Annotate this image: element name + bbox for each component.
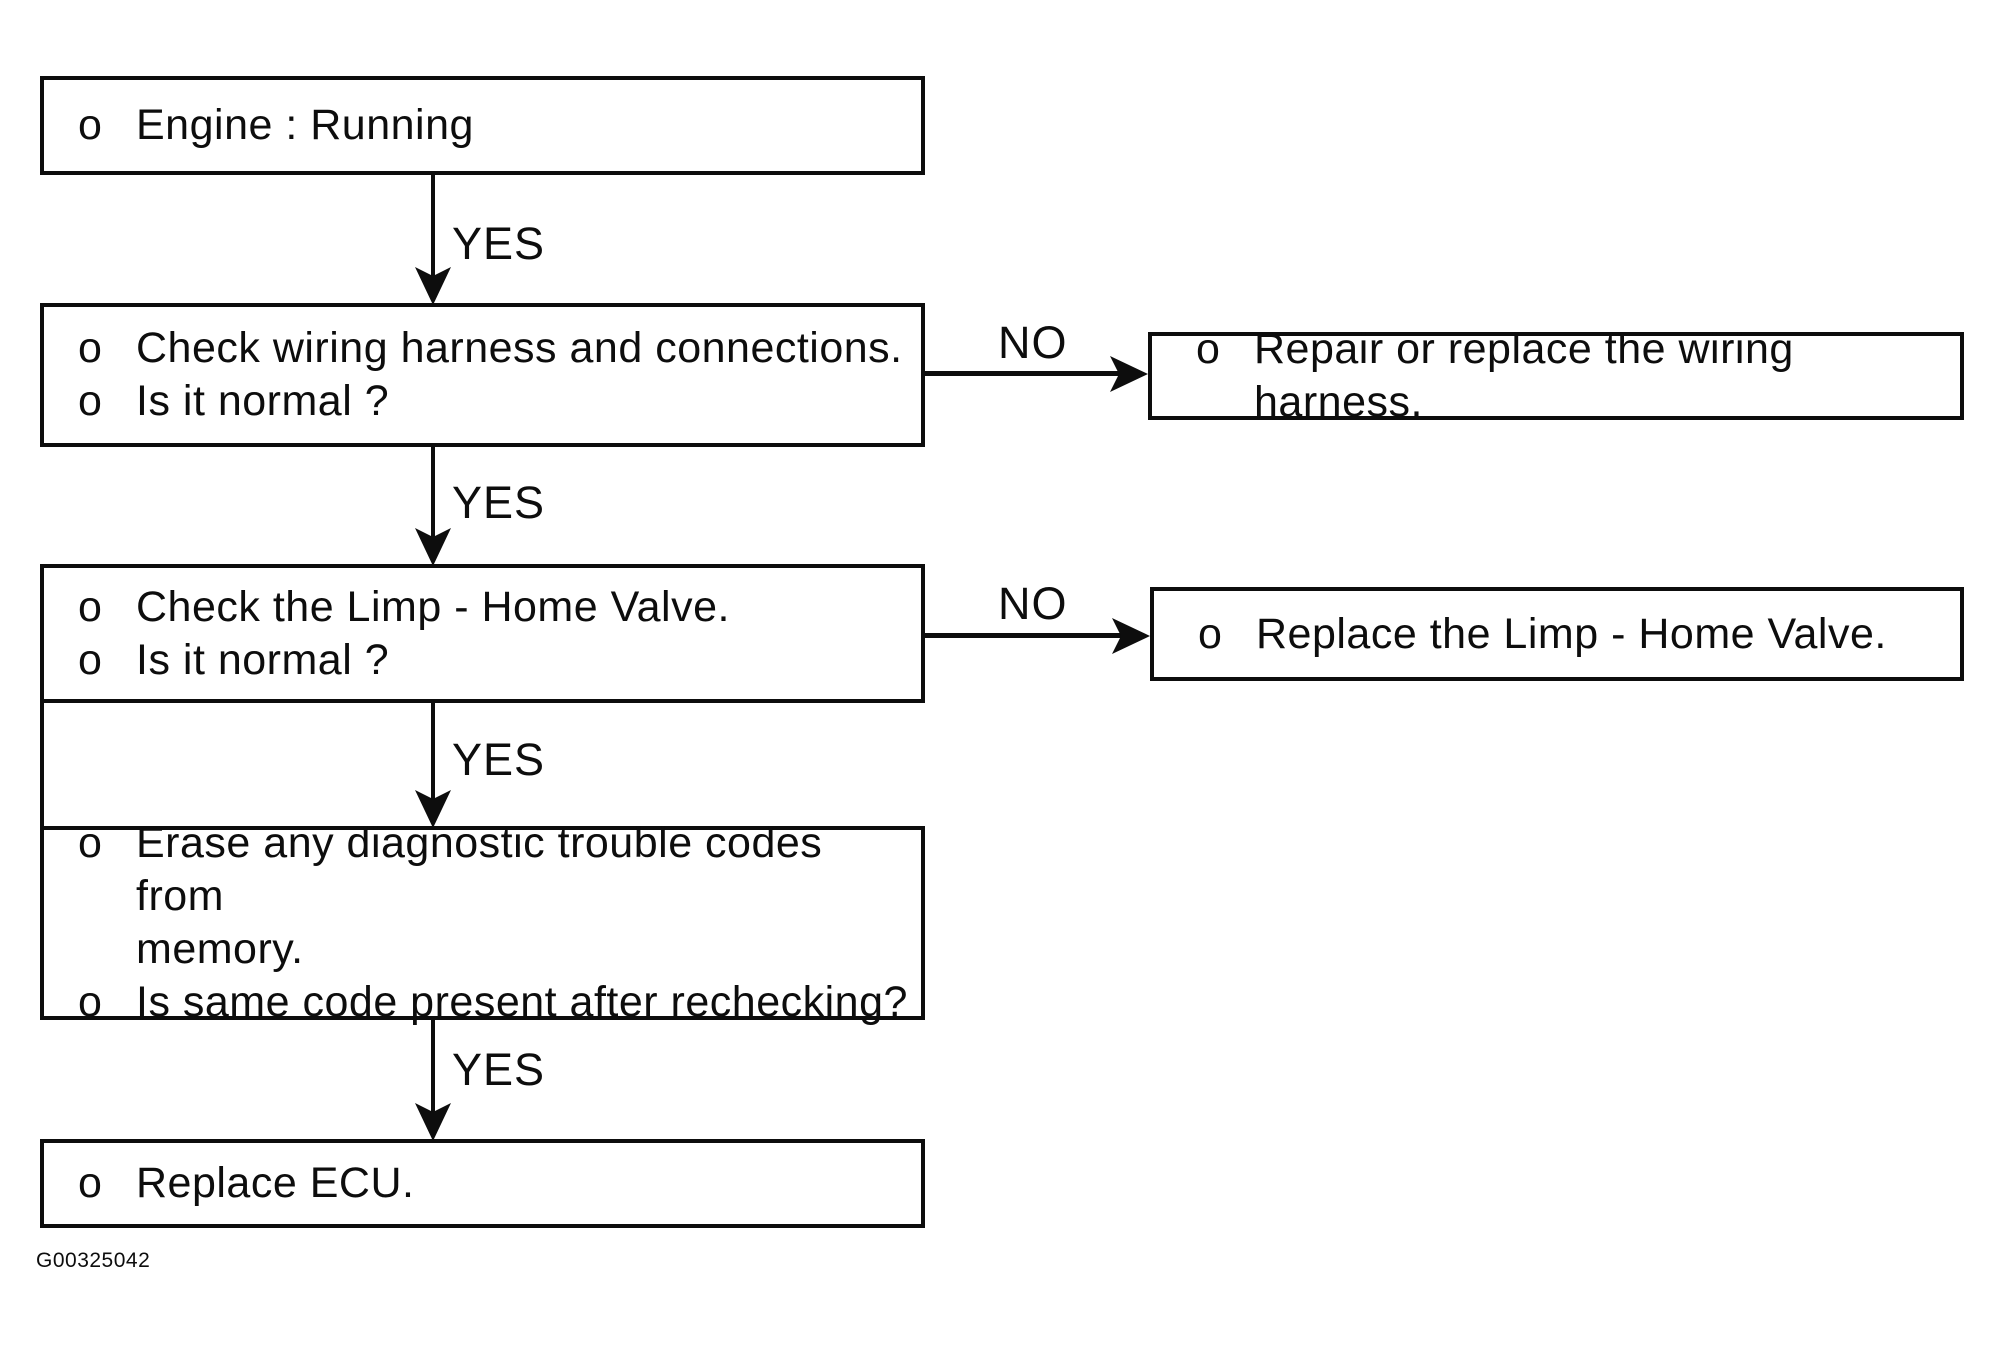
- node-line: o Replace ECU.: [78, 1157, 921, 1210]
- arrow-line-valve-no: [925, 633, 1122, 638]
- node-line: o Replace the Limp - Home Valve.: [1198, 608, 1960, 661]
- node-text: Erase any diagnostic trouble codes from: [136, 819, 823, 920]
- node-repair-wiring-harness: o Repair or replace the wiring harness.: [1148, 325, 1964, 426]
- node-check-wiring-harness: o Check wiring harness and connections. …: [40, 303, 925, 447]
- arrow-line-wiring-to-valve: [431, 447, 435, 537]
- bullet-marker: o: [78, 377, 103, 425]
- node-text: Check the Limp - Home Valve.: [136, 582, 730, 631]
- node-line: o Is it normal ?: [78, 634, 921, 687]
- arrowhead-down-icon: [415, 788, 451, 828]
- label-yes-2: YES: [452, 477, 546, 528]
- node-line: o Erase any diagnostic trouble codes fro…: [78, 817, 921, 923]
- node-replace-limp-home-valve: o Replace the Limp - Home Valve.: [1150, 587, 1964, 681]
- node-text: Check wiring harness and connections.: [136, 324, 903, 372]
- node-text: Replace the Limp - Home Valve.: [1256, 609, 1887, 658]
- bullet-marker: o: [78, 978, 103, 1026]
- label-no-1: NO: [998, 317, 1068, 368]
- arrow-line-erase-to-ecu: [431, 1020, 435, 1113]
- bullet-marker: o: [1198, 609, 1223, 658]
- figure-id: G00325042: [36, 1249, 151, 1272]
- node-text: Repair or replace the wiring harness.: [1254, 325, 1794, 426]
- arrowhead-right-icon: [1110, 618, 1150, 654]
- node-line: o Is it normal ?: [78, 375, 921, 428]
- label-no-2: NO: [998, 578, 1068, 629]
- node-line: o Engine : Running: [78, 99, 921, 152]
- label-yes-1: YES: [452, 218, 546, 269]
- node-text: memory.: [136, 925, 304, 973]
- node-engine-running: o Engine : Running: [40, 76, 925, 175]
- node-text: Is same code present after rechecking?: [136, 978, 908, 1026]
- bullet-marker: o: [1196, 325, 1221, 373]
- bullet-marker: o: [78, 1159, 103, 1207]
- bullet-marker: o: [78, 101, 103, 149]
- arrow-line-engine-to-wiring: [431, 175, 435, 277]
- node-line: o Check the Limp - Home Valve.: [78, 581, 921, 634]
- node-text: Engine : Running: [136, 101, 474, 149]
- bullet-marker: o: [78, 819, 103, 867]
- node-line-wrapped: memory.: [78, 923, 921, 976]
- node-line: o Check wiring harness and connections.: [78, 322, 921, 375]
- connector-left-edge-line: [40, 703, 44, 826]
- node-replace-ecu: o Replace ECU.: [40, 1139, 925, 1228]
- arrow-line-wiring-no: [925, 371, 1120, 376]
- node-erase-trouble-codes: o Erase any diagnostic trouble codes fro…: [40, 819, 925, 1026]
- bullet-marker: o: [78, 635, 103, 684]
- node-text: Is it normal ?: [136, 635, 390, 684]
- node-check-limp-home-valve: o Check the Limp - Home Valve. o Is it n…: [40, 564, 925, 703]
- bullet-marker: o: [78, 324, 103, 372]
- arrowhead-down-icon: [415, 1101, 451, 1141]
- arrowhead-right-icon: [1108, 356, 1148, 392]
- arrowhead-down-icon: [415, 265, 451, 305]
- label-yes-4: YES: [452, 1044, 546, 1095]
- arrowhead-down-icon: [415, 526, 451, 566]
- node-line: o Is same code present after rechecking?: [78, 976, 921, 1029]
- arrow-line-valve-to-erase: [431, 703, 435, 801]
- label-yes-3: YES: [452, 734, 546, 785]
- node-text: Is it normal ?: [136, 377, 390, 425]
- node-line: o Repair or replace the wiring harness.: [1196, 323, 1960, 429]
- node-text: Replace ECU.: [136, 1159, 415, 1207]
- bullet-marker: o: [78, 582, 103, 631]
